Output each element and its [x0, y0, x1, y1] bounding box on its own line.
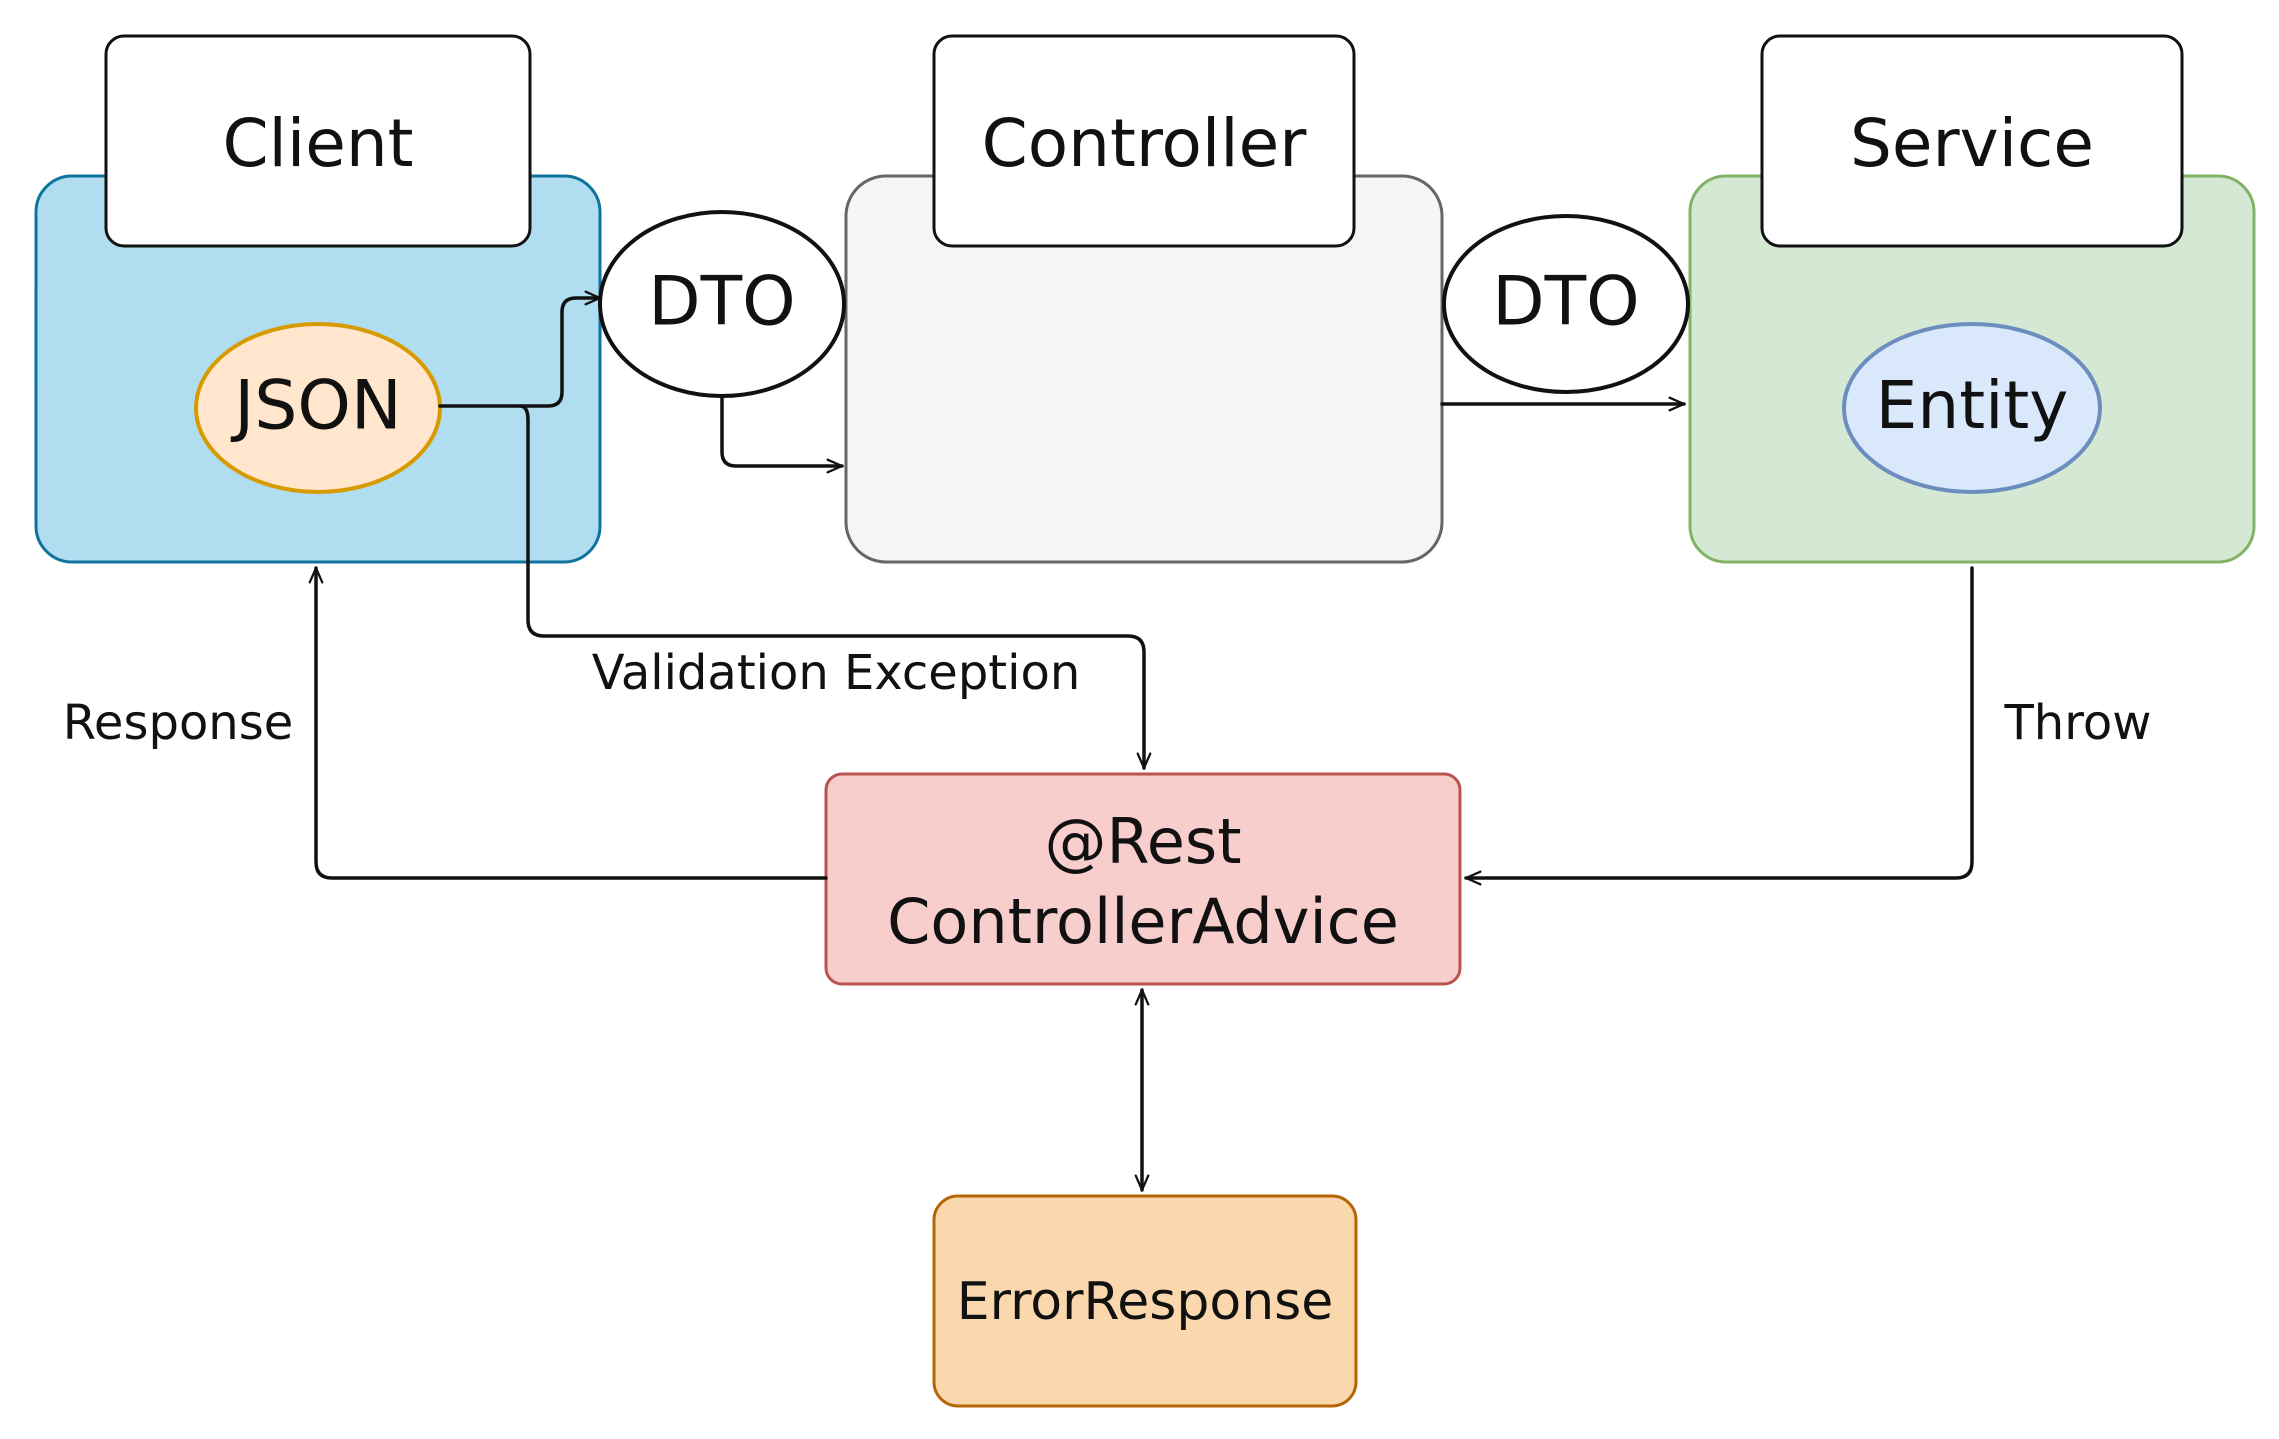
dto-out-label: DTO: [1492, 263, 1639, 342]
validation-exception-label: Validation Exception: [592, 645, 1081, 701]
response-arrow: [308, 566, 828, 880]
dto-in-label: DTO: [648, 263, 795, 342]
json-label: JSON: [230, 367, 402, 446]
validation-exception-arrow: [518, 404, 1152, 770]
service-title-box: Service: [1760, 34, 2184, 248]
controller-title: Controller: [982, 105, 1308, 182]
json-node: JSON: [194, 322, 442, 494]
dto-in-node: DTO: [598, 210, 846, 398]
throw-label: Throw: [2003, 695, 2151, 751]
error-response-rect: [932, 1194, 1358, 1408]
advice-label-line2: ControllerAdvice: [887, 885, 1399, 958]
entity-ellipse: [1842, 322, 2102, 494]
json-to-dto-arrow: [438, 290, 602, 408]
json-ellipse: [194, 322, 442, 494]
error-response-label: ErrorResponse: [957, 1272, 1334, 1332]
rest-controller-advice-box: @Rest ControllerAdvice: [824, 772, 1462, 986]
entity-node: Entity: [1842, 322, 2102, 494]
dto-to-controller-arrow: [720, 394, 844, 474]
dto-out-node: DTO: [1442, 214, 1690, 394]
error-response-box: ErrorResponse: [932, 1194, 1358, 1408]
service-title: Service: [1850, 105, 2094, 182]
controller-title-box: Controller: [932, 34, 1356, 248]
entity-label: Entity: [1876, 367, 2069, 444]
response-label: Response: [63, 695, 294, 751]
throw-arrow: [1464, 566, 1974, 886]
client-title: Client: [222, 105, 413, 182]
client-title-box: Client: [104, 34, 532, 248]
advice-label-line1: @Rest: [1044, 805, 1241, 878]
